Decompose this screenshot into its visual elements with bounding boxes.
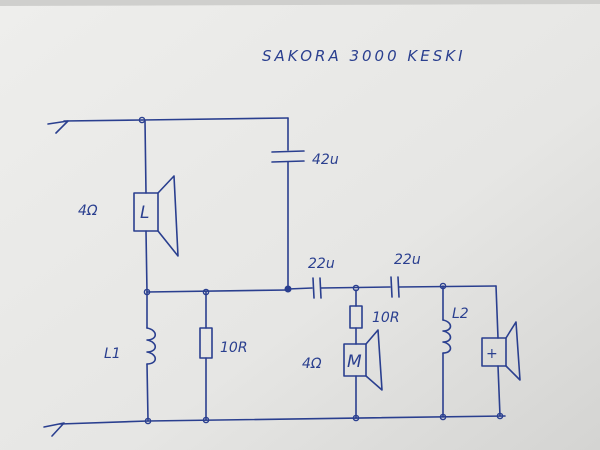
junction-dot [138, 116, 146, 124]
woofer-mark: L [140, 203, 149, 223]
inductor-l2-label: L2 [452, 306, 469, 322]
resistor-10r-left-label: 10R [220, 340, 248, 356]
diagram-title: SAKORA 3000 KESKI [262, 47, 466, 65]
capacitor-22u-first-label: 22u [308, 256, 335, 272]
wire [398, 285, 497, 288]
junction-dot [352, 414, 360, 422]
junction-dot [496, 412, 504, 420]
capacitor-42u-label: 42u [312, 152, 339, 168]
input-terminal-positive [47, 119, 143, 134]
input-terminal-negative [43, 420, 149, 437]
midrange-impedance-label: 4Ω [302, 356, 322, 372]
tweeter-speaker [481, 321, 521, 381]
junction-dot [202, 416, 210, 424]
mid-node-wire [146, 289, 289, 293]
tweeter-polarity-mark: + [486, 346, 498, 362]
capacitor-22u-second-label: 22u [394, 252, 421, 268]
inductor-l2 [442, 319, 452, 354]
midrange-speaker [343, 329, 383, 391]
woofer-impedance-label: 4Ω [78, 203, 98, 219]
wire [320, 286, 391, 289]
inductor-l1 [146, 327, 157, 365]
wire [497, 365, 501, 417]
top-rail-wire [141, 117, 289, 121]
wire [495, 285, 499, 339]
inductor-l1-label: L1 [104, 346, 121, 362]
wire [145, 230, 148, 293]
wire [146, 363, 149, 421]
wire [144, 120, 147, 194]
wire [287, 287, 313, 290]
junction-dot [439, 413, 447, 421]
junction-dot [144, 417, 152, 425]
paper-edge [0, 0, 600, 6]
resistor-10r-mid-label: 10R [372, 310, 400, 326]
midrange-mark: M [347, 352, 362, 372]
